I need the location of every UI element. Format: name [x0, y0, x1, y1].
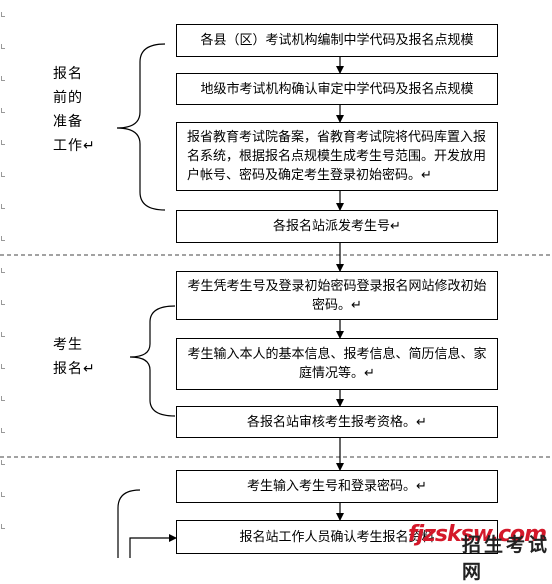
stage-label-registration: 考生 报名↵: [53, 337, 96, 377]
edge-mark: [1, 524, 5, 529]
stage-brace: [129, 305, 176, 417]
stage-label-preparation: 报名 前的 准备 工作↵: [53, 66, 96, 154]
step-issue-number: 各报名站派发考生号↵: [176, 210, 498, 243]
step-city-confirm: 地级市考试机构确认审定中学代码及报名点规模: [176, 73, 498, 105]
edge-mark: [1, 108, 5, 113]
edge-mark: [1, 300, 5, 305]
edge-mark: [1, 332, 5, 337]
connectors: [0, 43, 552, 558]
step-province-record: 报省教育考试院备案，省教育考试院将代码库置入报名系统，根据报名点规模生成考生号范…: [176, 122, 498, 191]
edge-mark: [1, 364, 5, 369]
edge-mark: [1, 492, 5, 497]
stage-brace: [117, 489, 141, 558]
watermark-logo: fjzsksw.com: [408, 522, 547, 547]
edge-mark: [1, 396, 5, 401]
step-input-info: 考生输入本人的基本信息、报考信息、简历信息、家庭情况等。↵: [176, 338, 498, 390]
step-login-change-password: 考生凭考生号及登录初始密码登录报名网站修改初始密码。↵: [176, 271, 498, 320]
edge-mark: [1, 236, 5, 241]
step-county-code: 各县（区）考试机构编制中学代码及报名点规模: [176, 24, 498, 57]
edge-mark: [1, 460, 5, 465]
step-review-eligibility: 各报名站审核考生报考资格。↵: [176, 406, 498, 438]
step-staff-confirm: 报名站工作人员确认考生报名资料: [176, 520, 498, 554]
edge-mark: [1, 204, 5, 209]
edge-mark: [1, 140, 5, 145]
edge-mark: [1, 12, 5, 17]
edge-mark: [1, 76, 5, 81]
edge-mark: [1, 172, 5, 177]
edge-mark: [1, 428, 5, 433]
loop-arrow: [129, 534, 177, 558]
watermark-text: 招生考试网: [462, 534, 551, 583]
edge-mark: [1, 44, 5, 49]
stage-brace: [116, 43, 166, 211]
edge-mark: [1, 268, 5, 273]
step-enter-credentials: 考生输入考生号和登录密码。↵: [176, 470, 498, 503]
